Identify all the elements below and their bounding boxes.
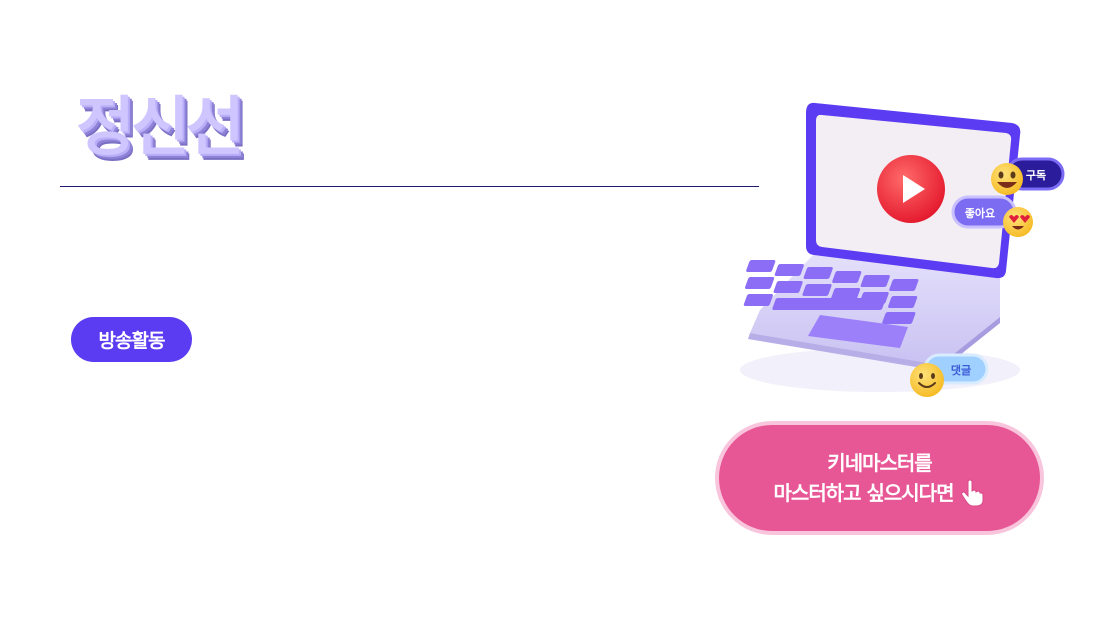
category-chip-label: 방송활동 bbox=[98, 330, 166, 352]
comment-bubble-label: 댓글 bbox=[951, 363, 971, 377]
category-chip: 방송활동 bbox=[71, 317, 192, 362]
title-divider bbox=[60, 186, 759, 187]
page-title: 정신선 bbox=[76, 91, 245, 165]
heart-eyes-emoji-icon bbox=[1003, 207, 1033, 237]
subscribe-bubble-label: 구독 bbox=[1026, 169, 1046, 182]
cta-line-2-text: 마스터하고 싶으시다면 bbox=[773, 481, 955, 505]
grin-emoji-icon bbox=[991, 163, 1023, 195]
like-bubble-label: 좋아요 bbox=[965, 206, 995, 220]
smile-emoji-icon bbox=[910, 363, 944, 397]
cta-line-2: 마스터하고 싶으시다면 bbox=[774, 478, 986, 508]
pointing-hand-icon bbox=[961, 479, 984, 507]
laptop-icon bbox=[743, 102, 1021, 371]
laptop-illustration: 구독 좋아요 댓글 bbox=[740, 102, 1065, 397]
play-icon bbox=[877, 155, 945, 223]
cta-button[interactable]: 키네마스터를 마스터하고 싶으시다면 bbox=[719, 425, 1040, 531]
cta-line-1: 키네마스터를 bbox=[827, 451, 932, 475]
